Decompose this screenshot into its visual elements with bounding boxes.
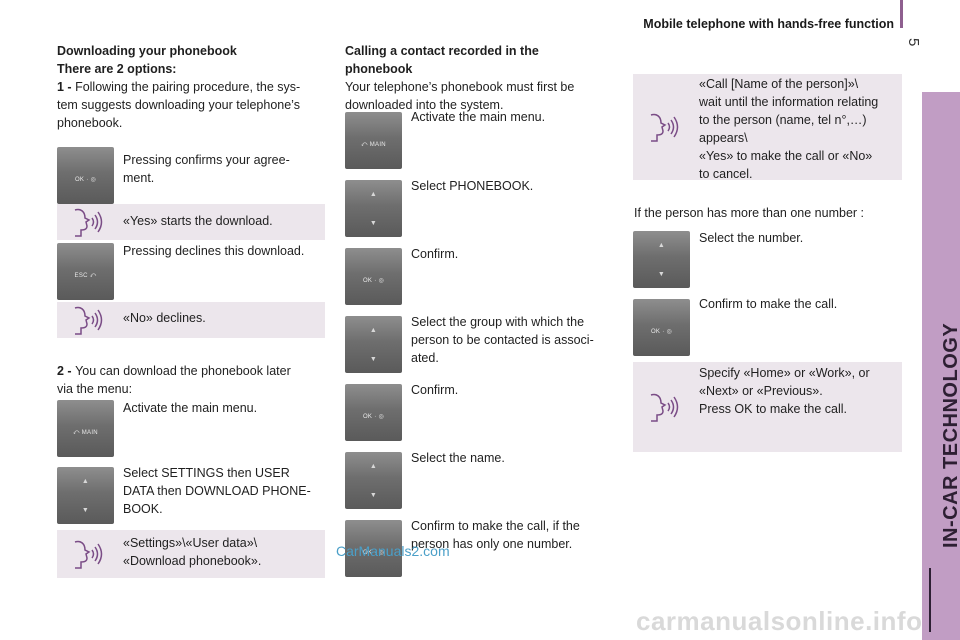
option1-number: 1 - — [57, 80, 76, 94]
page-header-title: Mobile telephone with hands-free functio… — [643, 17, 894, 31]
watermark-carmanualsonline: carmanualsonline.info — [636, 606, 923, 636]
option2-number: 2 - — [57, 364, 76, 378]
step-confirm-1: Confirm. — [411, 247, 459, 261]
up-down-button-icon: ▲▼ — [345, 316, 402, 373]
option1-line1: 1 - Following the pairing procedure, the… — [57, 78, 300, 96]
voice-call-line6: to cancel. — [699, 167, 753, 181]
option1-line2: tem suggests downloading your telephone’… — [57, 98, 300, 112]
option2-text: You can download the phonebook later — [75, 364, 291, 378]
voice-command-icon — [74, 208, 103, 237]
calling-intro-line1: Your telephone’s phonebook must first be — [345, 80, 575, 94]
step-confirm-call-line1: Confirm to make the call, if the — [411, 519, 580, 533]
up-down-button-icon: ▲▼ — [57, 467, 114, 524]
voice-command-box: «Call [Name of the person]»\ wait until … — [633, 74, 902, 181]
main-menu-button-icon: ⤺ MAIN — [57, 400, 114, 457]
voice-no-text: «No» declines. — [123, 311, 206, 325]
option1-text: Following the pairing procedure, the sys… — [75, 80, 301, 94]
page-number: 5 — [905, 38, 922, 47]
heading-options: There are 2 options: — [57, 62, 177, 76]
voice-command-icon — [74, 540, 103, 569]
voice-settings-line1: «Settings»\«User data»\ — [123, 536, 258, 550]
section-side-tab — [922, 92, 960, 640]
ok-button-icon: OK · ◎ — [345, 248, 402, 305]
voice-call-line2: wait until the information relating — [699, 95, 879, 109]
ok-button-icon: OK · ◎ — [57, 147, 114, 204]
voice-call-line4: appears\ — [699, 131, 748, 145]
voice-command-icon — [650, 393, 679, 422]
step-select-group-line1: Select the group with which the — [411, 315, 585, 329]
up-down-button-icon: ▲▼ — [345, 452, 402, 509]
settings-instruction-line3: BOOK. — [123, 502, 163, 516]
up-down-button-icon: ▲▼ — [345, 180, 402, 237]
step-select-phonebook: Select PHONEBOOK. — [411, 179, 534, 193]
voice-command-box: Specify «Home» or «Work», or «Next» or «… — [633, 362, 902, 452]
heading-calling-line1: Calling a contact recorded in the — [345, 44, 539, 58]
voice-command-box: «Settings»\«User data»\ «Download phoneb… — [57, 530, 325, 578]
esc-button-icon: ESC ⤺ — [57, 243, 114, 300]
up-down-button-icon: ▲▼ — [633, 231, 690, 288]
voice-command-box: «Yes» starts the download. — [57, 204, 325, 240]
header-divider — [900, 0, 903, 28]
side-tab-rule — [929, 568, 931, 632]
watermark-carmanuals2: CarManuals2.com — [336, 543, 450, 559]
step-select-name: Select the name. — [411, 451, 505, 465]
step-select-group-line2: person to be contacted is associ- — [411, 333, 594, 347]
more-numbers-text: If the person has more than one number : — [634, 206, 864, 220]
select-number-text: Select the number. — [699, 231, 804, 245]
option2-line2: via the menu: — [57, 382, 133, 396]
ok-instruction-line2: ment. — [123, 171, 155, 185]
side-tab-label: IN-CAR TECHNOLOGY — [940, 322, 960, 548]
voice-command-icon — [650, 113, 679, 142]
ok-button-icon: OK · ◎ — [345, 520, 402, 577]
voice-settings-line2: «Download phonebook». — [123, 554, 262, 568]
voice-specify-line3: Press OK to make the call. — [699, 402, 847, 416]
settings-instruction-line2: DATA then DOWNLOAD PHONE- — [123, 484, 311, 498]
voice-command-icon — [74, 306, 103, 335]
ok-instruction-line1: Pressing confirms your agree- — [123, 153, 290, 167]
heading-downloading: Downloading your phonebook — [57, 44, 237, 58]
voice-yes-text: «Yes» starts the download. — [123, 214, 273, 228]
ok-button-icon: OK · ◎ — [633, 299, 690, 356]
option1-line3: phonebook. — [57, 116, 123, 130]
voice-call-line3: to the person (name, tel n°,…) — [699, 113, 867, 127]
calling-intro-line2: downloaded into the system. — [345, 98, 504, 112]
step-activate-menu: Activate the main menu. — [411, 110, 546, 124]
main-menu-button-icon: ⤺ MAIN — [345, 112, 402, 169]
voice-call-line5: «Yes» to make the call or «No» — [699, 149, 873, 163]
step-select-group-line3: ated. — [411, 351, 439, 365]
voice-call-line1: «Call [Name of the person]»\ — [699, 77, 859, 91]
heading-calling-line2: phonebook — [345, 62, 413, 76]
ok-button-icon: OK · ◎ — [345, 384, 402, 441]
esc-instruction: Pressing declines this download. — [123, 244, 305, 258]
option2-line1: 2 - You can download the phonebook later — [57, 362, 291, 380]
settings-instruction-line1: Select SETTINGS then USER — [123, 466, 290, 480]
step-confirm-2: Confirm. — [411, 383, 459, 397]
step-confirm-call-line2: person has only one number. — [411, 537, 573, 551]
main-menu-instruction: Activate the main menu. — [123, 401, 258, 415]
voice-specify-line2: «Next» or «Previous». — [699, 384, 823, 398]
voice-command-box: «No» declines. — [57, 302, 325, 338]
voice-specify-line1: Specify «Home» or «Work», or — [699, 366, 870, 380]
confirm-call-text: Confirm to make the call. — [699, 297, 838, 311]
